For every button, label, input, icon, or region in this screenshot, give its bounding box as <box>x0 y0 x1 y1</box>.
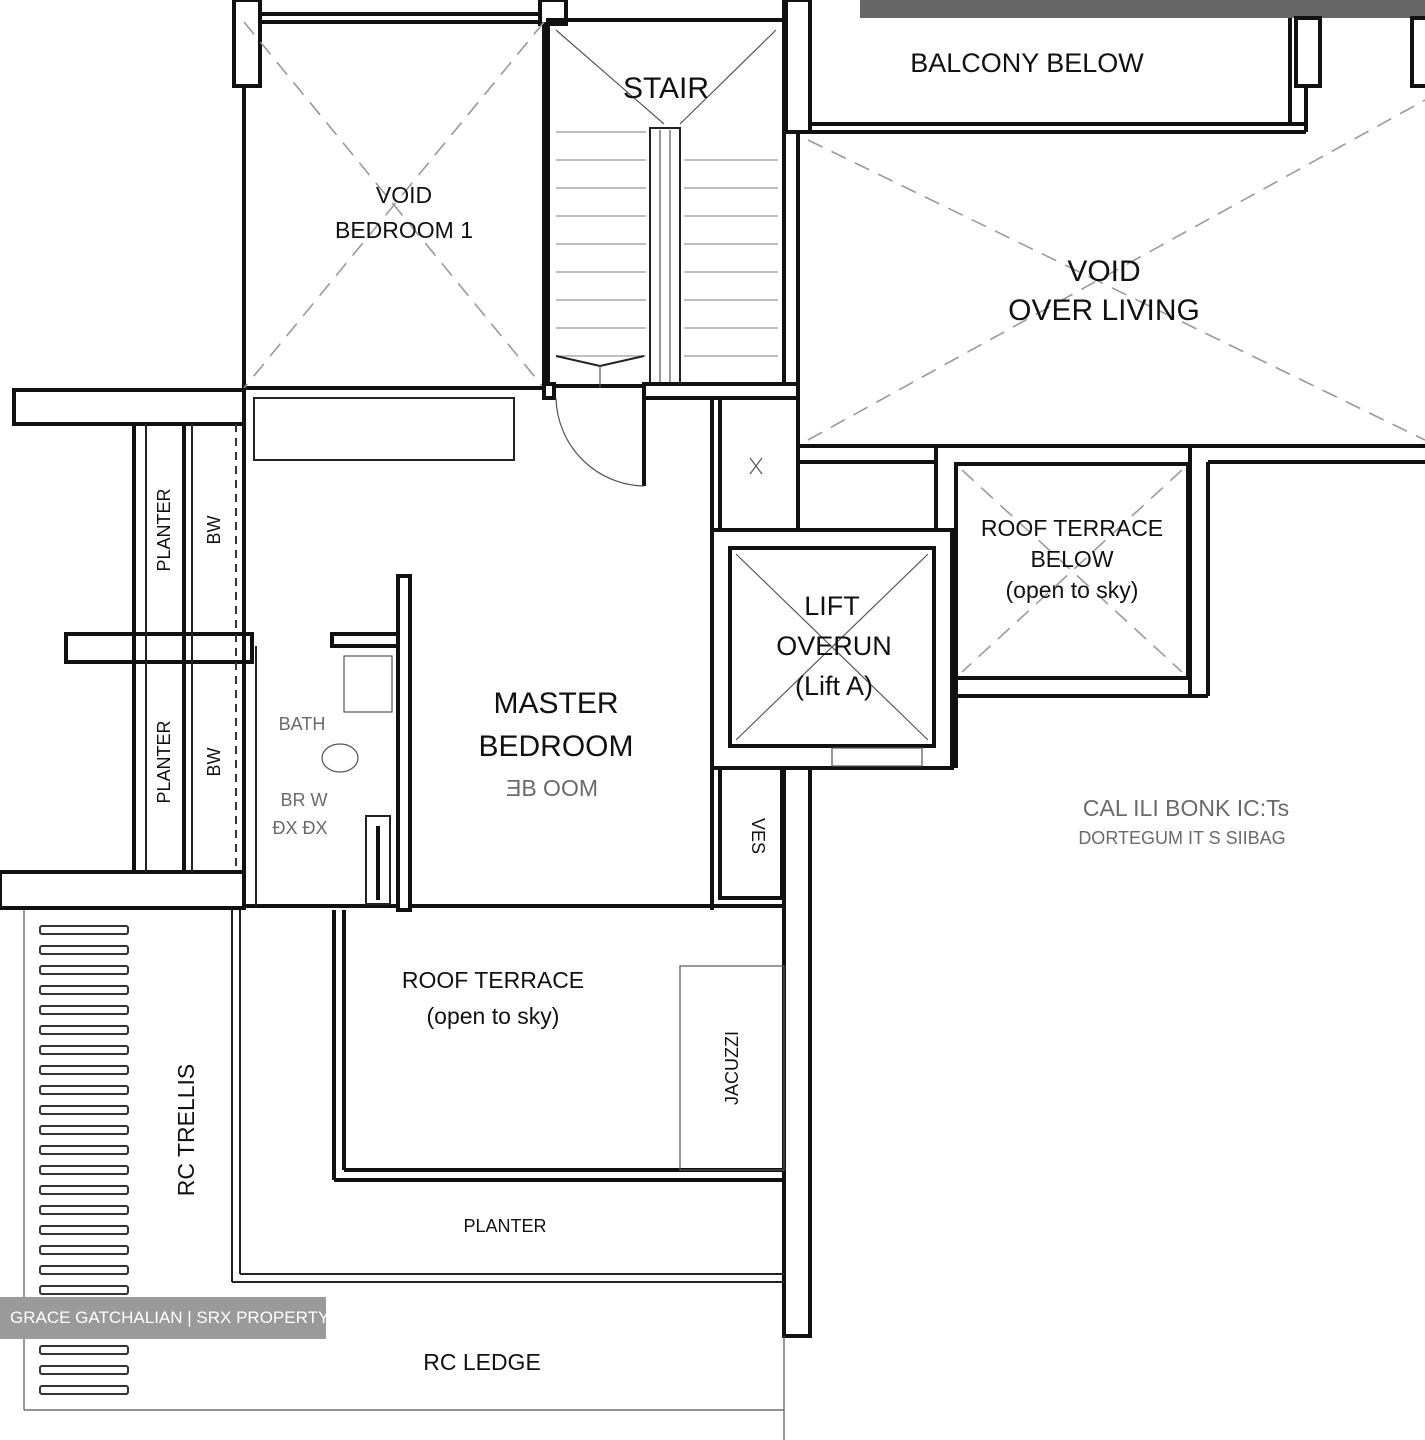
master-bedroom-sublabel: ƎB OOM <box>506 775 598 801</box>
faded-note-line1: CAL ILI BONK IC:Ts <box>1083 795 1289 821</box>
bw-lower-label: BW <box>204 747 224 776</box>
roof-terrace-below-label-line1: ROOF TERRACE <box>981 515 1163 541</box>
stair-label: STAIR <box>623 72 709 105</box>
master-bedroom-label-line1: MASTER <box>493 687 618 720</box>
roof-terrace-label-line2: (open to sky) <box>427 1003 560 1029</box>
top-bar <box>860 0 1425 18</box>
bath-note-line1: BATH <box>279 714 326 734</box>
void-bedroom-1-room <box>232 0 568 461</box>
balcony-below-label: BALCONY BELOW <box>910 48 1144 78</box>
bath-note-line2: BR W <box>281 790 328 810</box>
bath-note-line3: ĐX ĐX <box>272 818 327 838</box>
left-planters <box>0 388 254 910</box>
roof-terrace-label-line1: ROOF TERRACE <box>402 967 584 993</box>
lift-overrun-label-line3: (Lift A) <box>795 671 873 701</box>
rc-ledge-label: RC LEDGE <box>423 1349 541 1375</box>
rc-trellis-label: RC TRELLIS <box>173 1064 199 1197</box>
roof-terrace-below-label-line3: (open to sky) <box>1006 577 1139 603</box>
void-bedroom-1-label-line2: BEDROOM 1 <box>335 217 473 243</box>
lift-overrun-label-line2: OVERUN <box>776 631 892 661</box>
planter-upper-label: PLANTER <box>154 488 174 571</box>
roof-terrace-below-area <box>934 446 1425 768</box>
void-over-living-label-line2: OVER LIVING <box>1008 294 1200 327</box>
roof-terrace-below-label-line2: BELOW <box>1030 546 1113 572</box>
lift-overrun-label-line1: LIFT <box>804 591 860 621</box>
lift-shaft <box>710 396 954 1338</box>
jacuzzi-label: JACUZZI <box>722 1031 742 1105</box>
planter-bottom-label: PLANTER <box>463 1216 546 1236</box>
bw-upper-label: BW <box>204 515 224 544</box>
master-bedroom-label-line2: BEDROOM <box>478 730 633 763</box>
void-over-living-label-line1: VOID <box>1067 255 1140 288</box>
watermark-label: GRACE GATCHALIAN | SRX PROPERTY <box>0 1297 329 1339</box>
planter-lower-label: PLANTER <box>154 720 174 803</box>
faded-note-line2: DORTEGUM IT S SIIBAG <box>1078 828 1285 848</box>
balcony-below-area <box>782 0 1425 134</box>
void-over-living-room <box>796 99 1425 530</box>
roof-terrace-area <box>231 910 785 1283</box>
ves-label: VES <box>748 818 768 854</box>
ensuite-bath <box>255 574 412 912</box>
void-bedroom-1-label-line1: VOID <box>376 182 432 208</box>
